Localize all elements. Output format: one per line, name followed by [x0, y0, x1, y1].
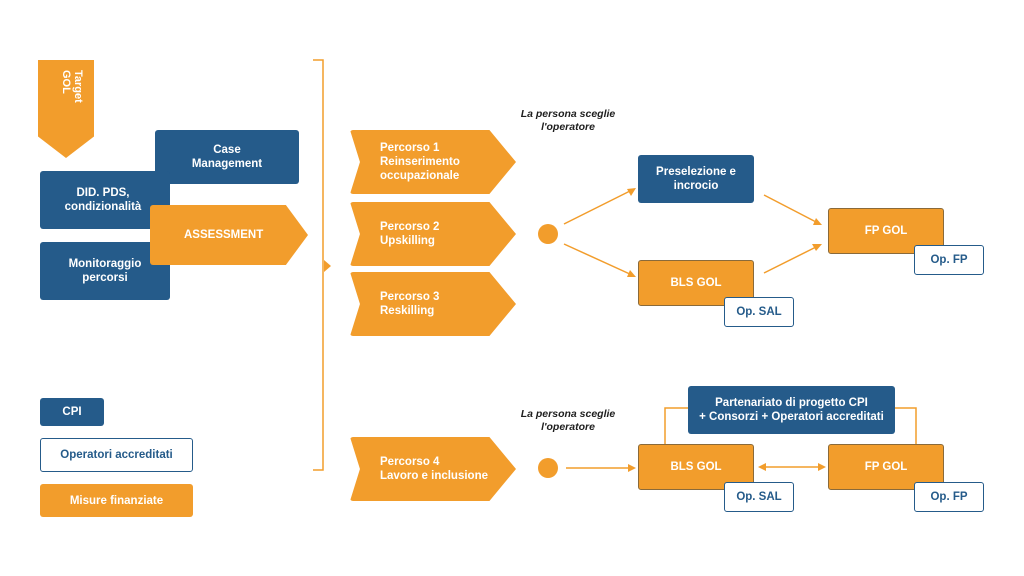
legend-operatori-accreditati: Operatori accreditati: [40, 438, 193, 472]
assessment-label: ASSESSMENT: [184, 229, 264, 241]
note-choose-operator-top: La persona sceglie l'operatore: [520, 108, 616, 133]
arrow-preselezione-to-fp: [763, 194, 819, 224]
op-sal-box-lower: Op. SAL: [724, 482, 794, 512]
choice-dot-upper: [538, 224, 558, 244]
bls-gol-box-lower: BLS GOL: [638, 444, 754, 490]
monitoraggio-box: Monitoraggio percorsi: [40, 242, 170, 300]
op-sal-box-upper: Op. SAL: [724, 297, 794, 327]
assessment-chevron: ASSESSMENT: [150, 205, 308, 265]
choice-dot-lower: [538, 458, 558, 478]
percorso-2-chevron: Percorso 2 Upskilling: [350, 202, 516, 266]
partenariato-box: Partenariato di progetto CPI + Consorzi …: [688, 386, 895, 434]
op-fp-box-lower: Op. FP: [914, 482, 984, 512]
note-choose-operator-bottom: La persona sceglie l'operatore: [520, 408, 616, 433]
did-pds-box: DID. PDS, condizionalità: [40, 171, 170, 229]
percorso-4-chevron: Percorso 4 Lavoro e inclusione: [350, 437, 516, 501]
arrow-dot-to-bls: [563, 243, 633, 276]
case-management-box: Case Management: [155, 130, 299, 184]
arrow-bls-to-fp: [763, 245, 819, 274]
target-gol-label: Target GOL: [60, 70, 84, 103]
legend-misure-finanziate: Misure finanziate: [40, 484, 193, 517]
percorso-1-chevron: Percorso 1 Reinserimento occupazionale: [350, 130, 516, 194]
grouping-bracket: [313, 59, 324, 471]
target-gol-arrow: Target GOL: [38, 60, 94, 158]
bracket-arrow: [324, 260, 331, 272]
fp-gol-box-upper: FP GOL: [828, 208, 944, 254]
preselezione-box: Preselezione e incrocio: [638, 155, 754, 203]
legend-cpi: CPI: [40, 398, 104, 426]
op-fp-box-upper: Op. FP: [914, 245, 984, 275]
arrow-dot-to-preselezione: [563, 189, 633, 225]
partnership-connector: [664, 407, 917, 445]
percorso-3-chevron: Percorso 3 Reskilling: [350, 272, 516, 336]
